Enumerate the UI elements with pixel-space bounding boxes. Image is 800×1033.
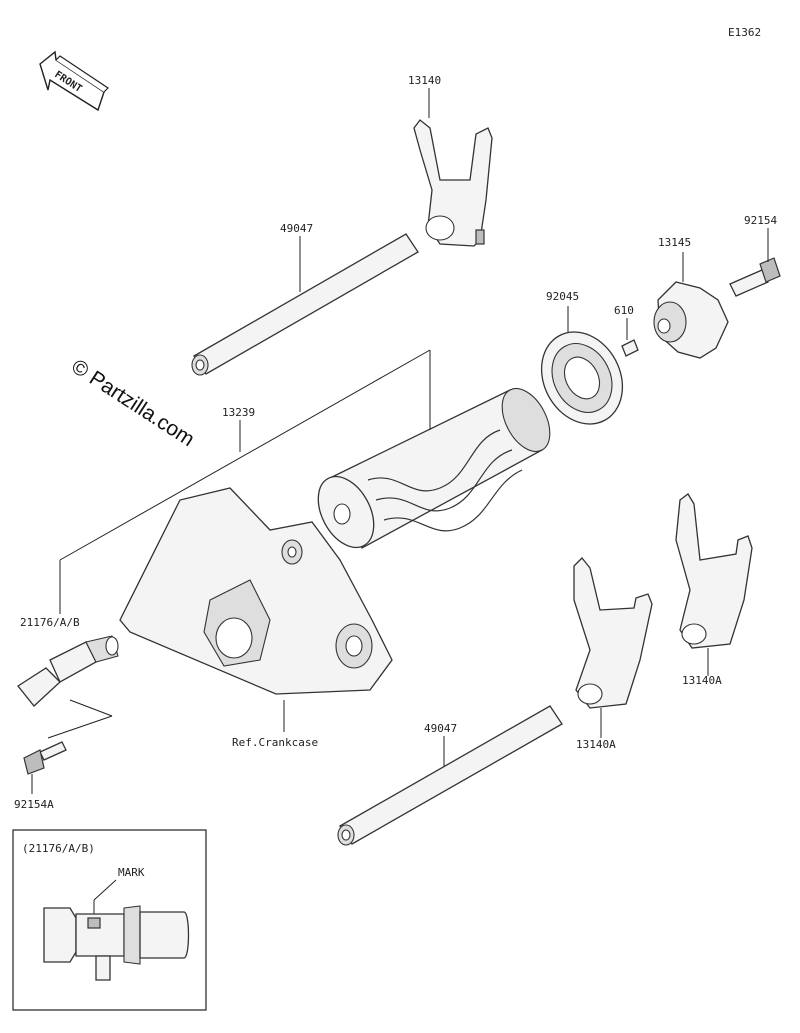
label-holder: 13145 [658, 236, 691, 249]
inset-title: (21176/A/B) [22, 842, 95, 855]
shift-rod-lower [337, 705, 563, 846]
shift-drum-13239 [317, 387, 551, 549]
label-drum: 13239 [222, 406, 255, 419]
label-fork-right: 13140A [682, 674, 722, 687]
leader-line [69, 699, 113, 717]
bolt-92154 [729, 257, 781, 297]
pin-610 [621, 339, 639, 357]
label-bearing: 92045 [546, 290, 579, 303]
sensor-detail-inset: (21176/A/B) MARK [12, 829, 207, 1011]
leader-line [47, 715, 113, 739]
shift-fork-13140a-middle [573, 557, 653, 709]
shift-fork-13140 [413, 119, 493, 247]
shift-rod-upper [191, 233, 419, 376]
label-shaft-lower: 49047 [424, 722, 457, 735]
leader-line [59, 349, 431, 561]
label-fork-13140: 13140 [408, 74, 441, 87]
gear-position-sensor [17, 635, 119, 707]
label-crankcase: Ref.Crankcase [232, 736, 318, 749]
label-bolt-left: 92154A [14, 798, 54, 811]
diagram-code: E1362 [728, 26, 761, 39]
drum-holder-13145 [653, 281, 729, 359]
label-pin: 610 [614, 304, 634, 317]
crankcase-reference [119, 487, 393, 695]
inset-mark-label: MARK [118, 866, 145, 879]
label-bolt-right: 92154 [744, 214, 777, 227]
shift-fork-13140a-right [675, 493, 753, 649]
leader-line [93, 879, 117, 901]
label-shaft-upper: 49047 [280, 222, 313, 235]
front-arrow-icon: FRONT [39, 50, 109, 112]
label-fork-mid: 13140A [576, 738, 616, 751]
watermark: © Partzilla.com [67, 355, 198, 451]
label-sensor: 21176/A/B [20, 616, 80, 629]
bearing-92045 [540, 331, 624, 425]
bolt-92154a [23, 741, 67, 775]
